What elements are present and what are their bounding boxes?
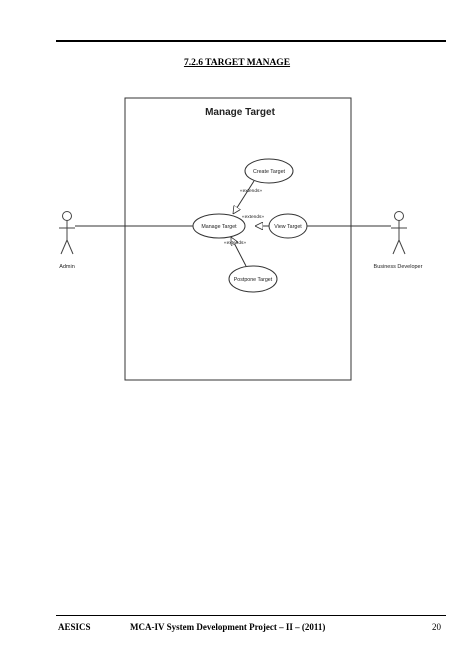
system-boundary xyxy=(124,97,352,381)
use-case-create-target-label: Create Target xyxy=(253,169,286,175)
actor-business-developer xyxy=(391,211,407,255)
section-title: 7.2.6 TARGET MANAGE xyxy=(183,58,291,68)
extends-postpone-to-manage xyxy=(230,237,247,267)
extends-label-view: «extends» xyxy=(242,214,264,220)
actor-head xyxy=(62,211,72,221)
use-case-postpone-target: Postpone Target xyxy=(228,265,278,293)
footer-institute: AESICS xyxy=(58,622,91,632)
use-case-manage-target-label: Manage Target xyxy=(201,224,237,230)
header-rule xyxy=(56,40,446,42)
system-name: Manage Target xyxy=(205,107,275,118)
actor-admin-label: Admin xyxy=(59,264,75,270)
actor-head xyxy=(394,211,404,221)
use-case-postpone-target-label: Postpone Target xyxy=(234,277,273,283)
use-case-view-target-label: View Target xyxy=(274,224,302,230)
actor-admin xyxy=(59,211,75,255)
footer-rule xyxy=(56,615,446,616)
footer-project-title: MCA-IV System Development Project – II –… xyxy=(130,622,326,632)
actor-business-developer-label: Business Developer xyxy=(374,264,423,270)
extends-label-create: «extends» xyxy=(240,188,262,194)
extends-label-postpone: «extends» xyxy=(224,240,246,246)
use-case-view-target: View Target xyxy=(268,213,308,239)
footer-page-number: 20 xyxy=(432,622,441,632)
use-case-manage-target: Manage Target xyxy=(192,213,246,239)
use-case-create-target: Create Target xyxy=(244,158,294,184)
extends-create-to-manage xyxy=(233,180,255,214)
